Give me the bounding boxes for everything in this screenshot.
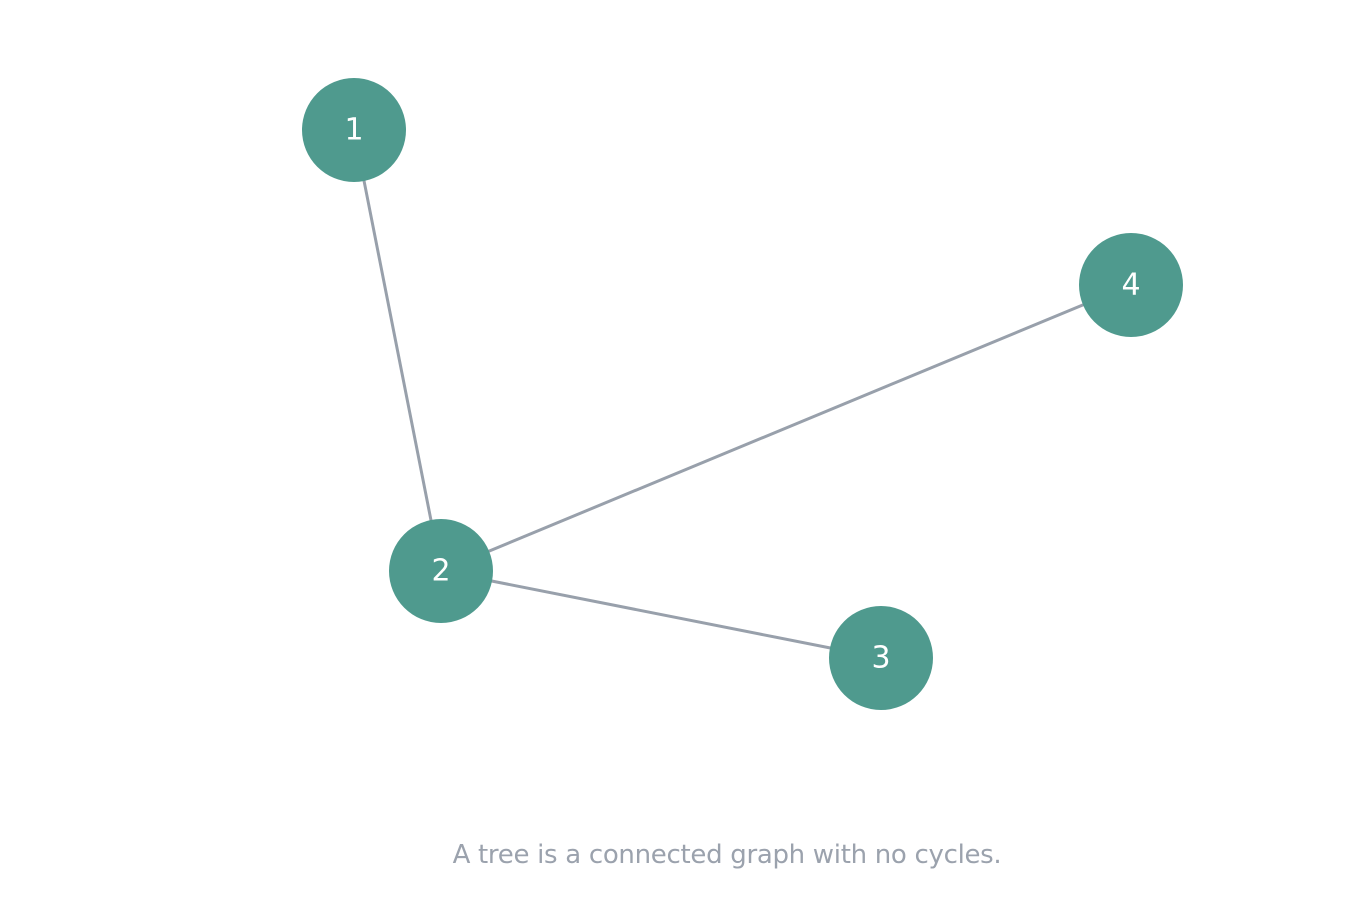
edge-2-4 (439, 283, 1133, 573)
diagram-caption: A tree is a connected graph with no cycl… (452, 840, 1002, 870)
nodes-layer: 1 2 3 4 (302, 78, 1183, 710)
edge-2-3 (439, 569, 883, 660)
node-label-3: 3 (871, 641, 890, 676)
node-label-1: 1 (344, 113, 363, 148)
node-3: 3 (829, 606, 933, 710)
node-1: 1 (302, 78, 406, 182)
node-label-4: 4 (1121, 268, 1140, 303)
node-circle-2 (389, 519, 493, 623)
node-2: 2 (389, 519, 493, 623)
edge-1-2 (352, 128, 443, 573)
node-label-2: 2 (431, 554, 450, 589)
node-circle-1 (302, 78, 406, 182)
edges-layer (352, 128, 1133, 660)
node-4: 4 (1079, 233, 1183, 337)
node-circle-3 (829, 606, 933, 710)
node-circle-4 (1079, 233, 1183, 337)
